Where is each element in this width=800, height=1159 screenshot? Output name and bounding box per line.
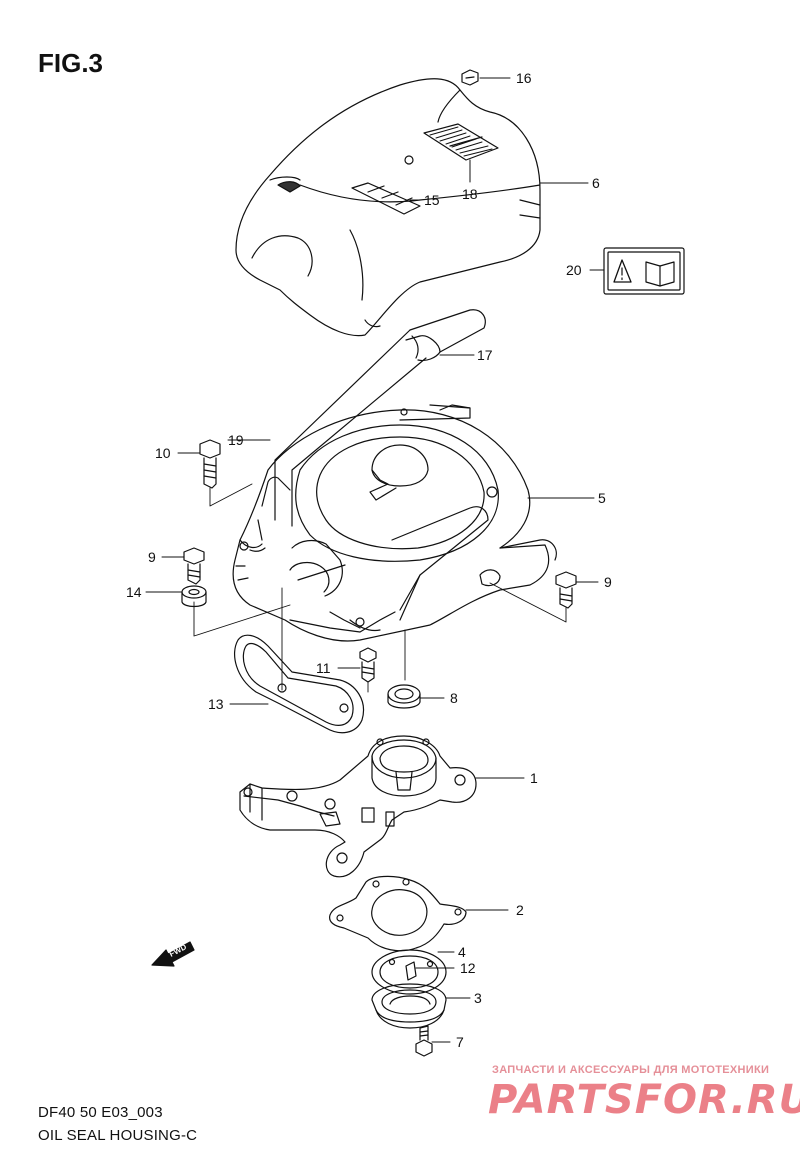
callout-11: 11 [316,660,331,676]
forward-direction-arrow [151,941,195,967]
callout-15: 15 [424,192,440,208]
label-plate-part-18[interactable] [423,123,499,161]
callout-2: 2 [516,902,524,918]
bolt-part-10[interactable] [199,439,221,489]
flywheel-cover-part-5[interactable] [232,404,557,642]
gasket-part-2[interactable] [329,875,467,952]
figure-title: FIG.3 [38,48,104,78]
watermark-tagline: ЗАПЧАСТИ И АКСЕССУАРЫ ДЛЯ МОТОТЕХНИКИ [492,1064,770,1076]
callout-8: 8 [450,690,458,706]
bolt-part-9-left[interactable] [183,547,205,585]
bolt-part-9-right[interactable] [555,571,577,609]
callout-16: 16 [516,70,532,86]
callout-10: 10 [155,445,171,461]
nut-part-16[interactable] [461,69,479,86]
pin-part-12[interactable] [405,961,417,981]
callout-4: 4 [458,944,466,960]
callout-17: 17 [477,347,493,363]
assembly-lines [193,483,567,693]
watermark-brand: PARTSFOR.RU [488,1077,800,1123]
callout-13: 13 [208,696,224,712]
callout-3: 3 [474,990,482,1006]
callout-20: 20 [566,262,582,278]
top-cover-part-6[interactable] [235,78,541,337]
callout-18: 18 [462,186,478,202]
figure-name: OIL SEAL HOUSING-C [38,1127,198,1144]
bolt-part-11[interactable] [359,647,377,683]
bolt-part-7[interactable] [415,1025,433,1057]
oil-seal-housing-part-1[interactable] [239,735,477,878]
gasket-part-13[interactable] [234,634,364,734]
breather-hose-part-17[interactable] [274,309,486,527]
callout-1: 1 [530,770,538,786]
callout-9-left: 9 [148,549,156,565]
callout-9-right: 9 [604,574,612,590]
callout-5: 5 [598,490,606,506]
figure-code: DF40 50 E03_003 [38,1104,163,1121]
oil-seal-part-8[interactable] [387,684,421,709]
callout-6: 6 [592,175,600,191]
callout-19: 19 [228,432,244,448]
caution-label-part-20[interactable] [603,247,685,295]
callout-14: 14 [126,584,142,600]
callout-7: 7 [456,1034,464,1050]
callout-12: 12 [460,960,476,976]
callout-numbers: 16 18 6 15 20 17 19 10 5 9 14 9 11 8 13 … [126,70,612,1050]
bushing-part-3[interactable] [371,983,447,1029]
callout-leaders [145,77,605,1043]
label-plate-part-15[interactable] [351,182,421,215]
